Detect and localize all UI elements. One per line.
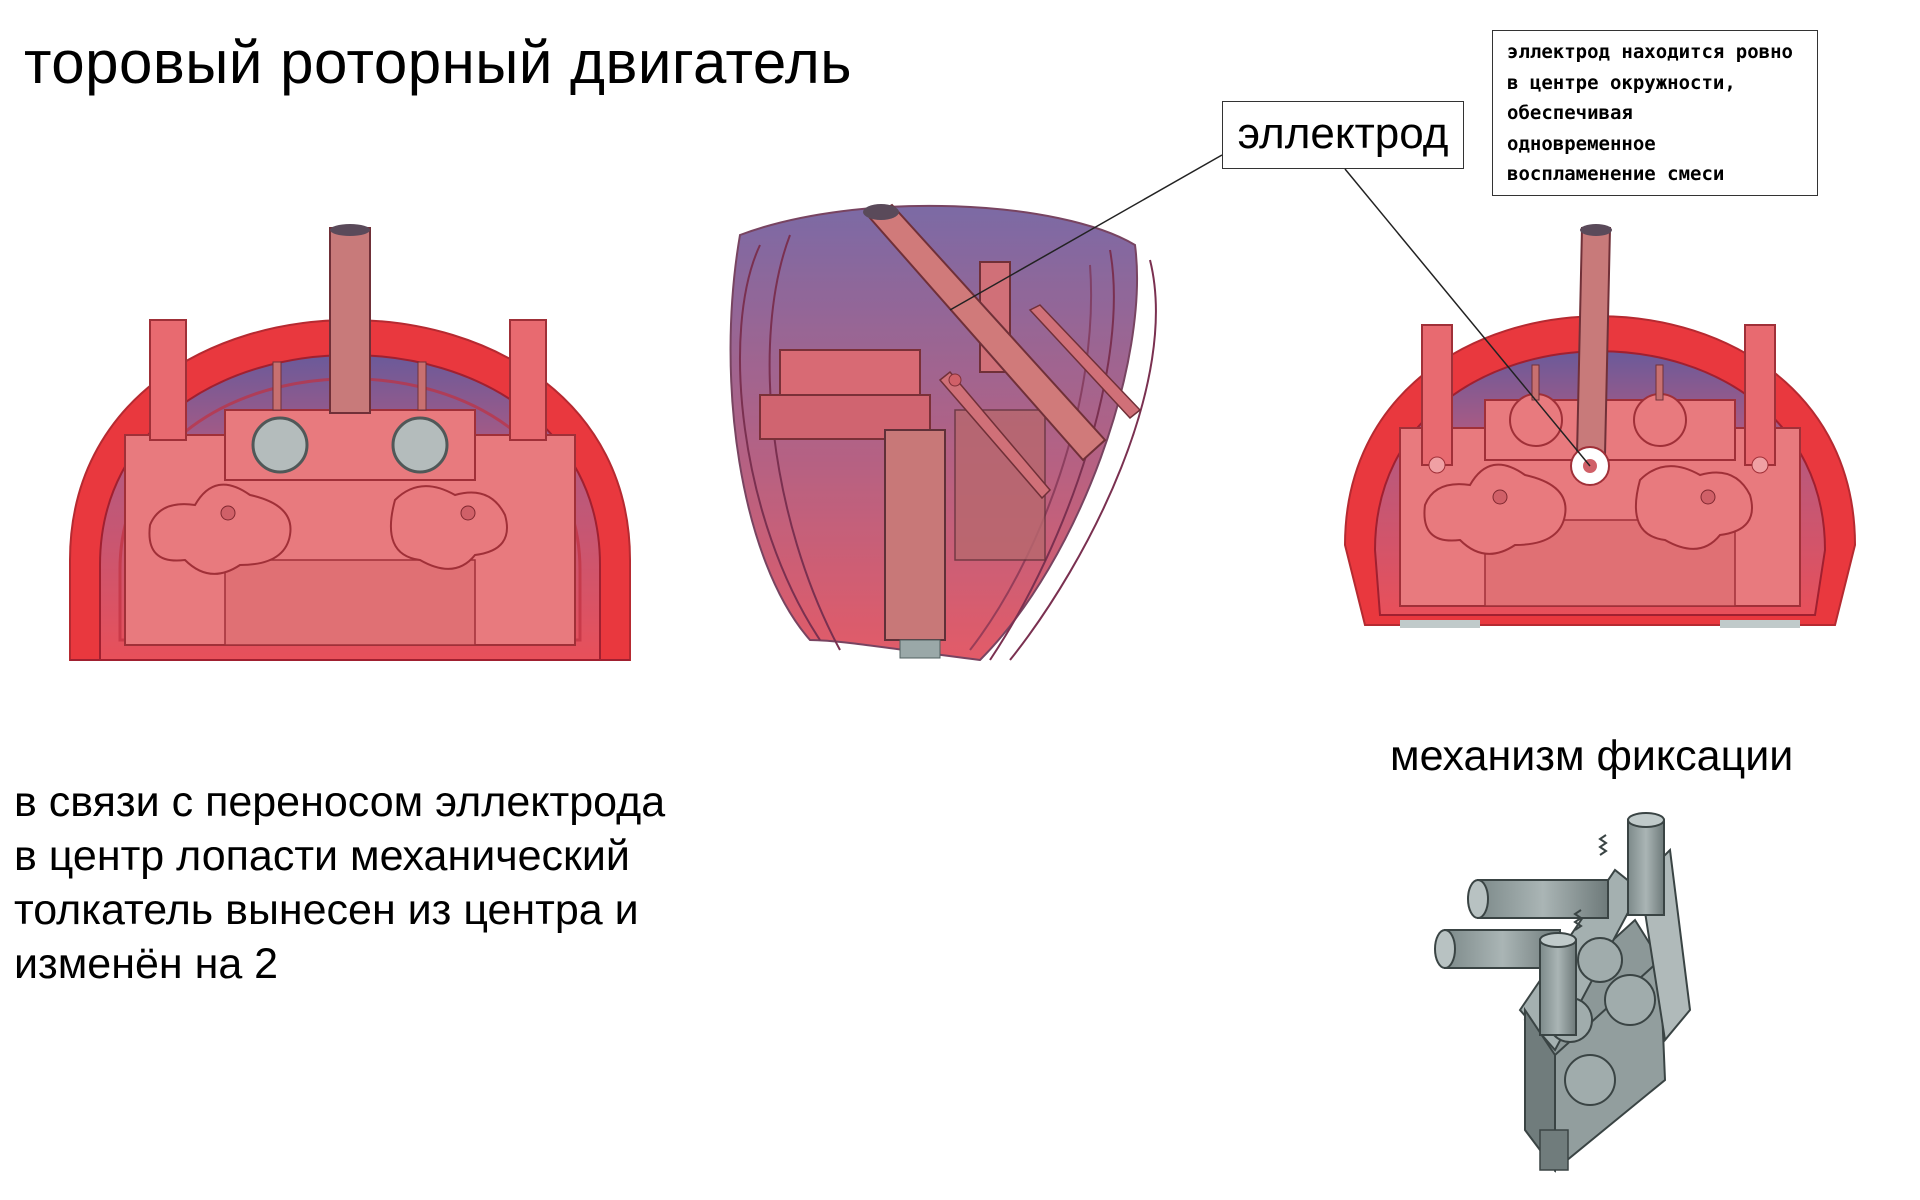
description-line: толкатель вынесен из центра и xyxy=(14,886,639,934)
description-text: в связи с переносом эллектрода в центр л… xyxy=(14,775,665,991)
page-title: торовый роторный двигатель xyxy=(24,29,852,96)
electrode-callout-label: эллектрод xyxy=(1222,101,1464,169)
electrode-leader-line-center xyxy=(949,154,1223,311)
engine-front-view-right xyxy=(1343,224,1857,628)
note-line: в центре окружности, xyxy=(1507,71,1736,94)
engine-front-view-left xyxy=(69,224,631,661)
fixation-mechanism-model xyxy=(1434,812,1692,1173)
note-line: воспламенение смеси xyxy=(1507,163,1725,185)
electrode-leader-line-right xyxy=(1344,168,1591,467)
description-line: изменён на 2 xyxy=(14,940,279,988)
mechanism-title: механизм фиксации xyxy=(1390,732,1794,780)
note-line: одновременное xyxy=(1507,132,1656,155)
description-line: в связи с переносом эллектрода xyxy=(14,778,666,826)
electrode-note-box: эллектрод находится ровно в центре окруж… xyxy=(1492,30,1818,196)
note-line: эллектрод находится ровно xyxy=(1507,41,1793,63)
engine-perspective-view xyxy=(729,203,1157,662)
description-line: в центр лопасти механический xyxy=(14,832,630,880)
note-line: обеспечивая xyxy=(1507,102,1633,124)
